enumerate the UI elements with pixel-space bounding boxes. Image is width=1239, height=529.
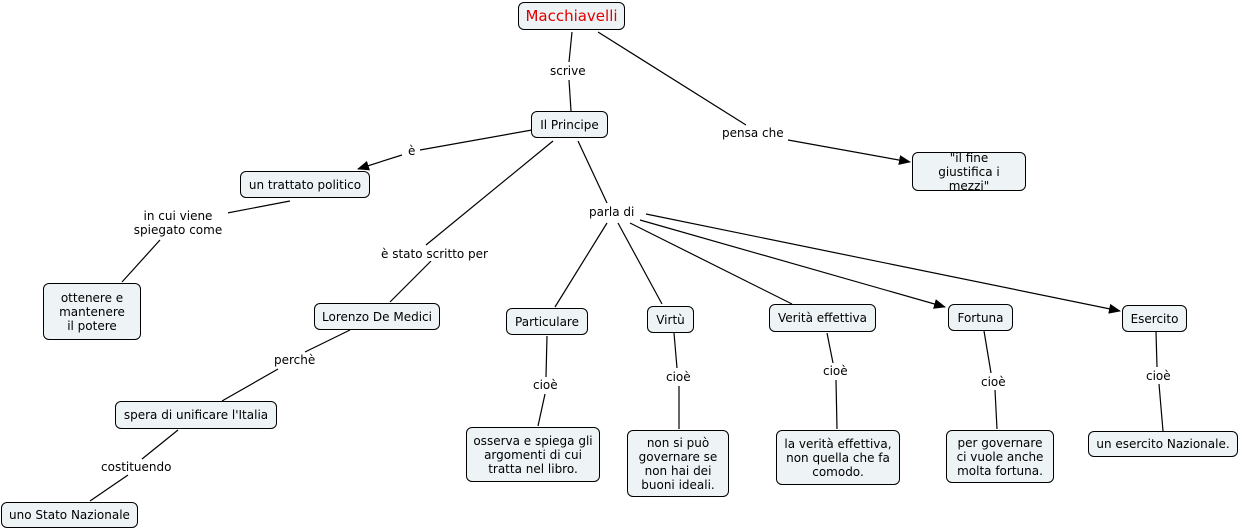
link-label-cioe: cioè xyxy=(1144,369,1173,383)
edge-line xyxy=(787,139,911,165)
concept-node-macchiavelli[interactable]: Macchiavelli xyxy=(518,2,625,30)
edge-line xyxy=(304,329,351,353)
concept-node-buoni-ideali[interactable]: non si può governare se non hai dei buon… xyxy=(627,430,729,497)
link-label-cioe: cioè xyxy=(664,370,693,384)
concept-node-fine-giustifica-mezzi[interactable]: "il fine giustifica i mezzi" xyxy=(912,151,1026,193)
link-label-scritto-per: è stato scritto per xyxy=(379,247,490,261)
link-label-cioe: cioè xyxy=(821,364,850,378)
link-label-pensa-che: pensa che xyxy=(720,126,786,140)
link-label-costituendo: costituendo xyxy=(99,460,174,474)
link-label-perche: perchè xyxy=(272,353,318,367)
link-label-cioe: cioè xyxy=(531,378,560,392)
concept-node-lorenzo-de-medici[interactable]: Lorenzo De Medici xyxy=(314,303,440,330)
concept-node-spera-unificare[interactable]: spera di unificare l'Italia xyxy=(115,401,277,429)
edge-line xyxy=(994,389,998,430)
edge-line xyxy=(1158,383,1164,432)
edge-line xyxy=(835,379,838,430)
edge-line xyxy=(425,140,554,246)
concept-node-verita-comodo[interactable]: la verità effettiva, non quella che fa c… xyxy=(776,430,900,485)
concept-node-trattato-politico[interactable]: un trattato politico xyxy=(240,171,370,198)
link-label-scrive: scrive xyxy=(548,64,588,78)
concept-node-esercito-nazionale[interactable]: un esercito Nazionale. xyxy=(1088,431,1238,457)
edge-line xyxy=(537,393,546,427)
concept-node-particulare[interactable]: Particulare xyxy=(506,308,588,335)
link-label-parla-di: parla di xyxy=(587,205,637,219)
edge-line xyxy=(568,79,572,112)
concept-node-stato-nazionale[interactable]: uno Stato Nazionale xyxy=(1,502,138,528)
edge-line xyxy=(545,335,548,378)
concept-node-il-principe[interactable]: Il Principe xyxy=(531,111,608,138)
link-label-in-cui-viene: in cui viene spiegato come xyxy=(128,209,228,237)
edge-line xyxy=(121,239,161,283)
edge-line xyxy=(597,31,747,126)
edge-line xyxy=(983,330,992,374)
edge-line xyxy=(645,213,1121,314)
concept-node-fortuna[interactable]: Fortuna xyxy=(948,304,1013,331)
concept-node-ottenere-potere[interactable]: ottenere e mantenere il potere xyxy=(43,283,141,340)
concept-node-verita-effettiva[interactable]: Verità effettiva xyxy=(769,304,876,332)
link-label-e: è xyxy=(406,144,418,158)
edge-line xyxy=(357,154,403,171)
concept-node-molta-fortuna[interactable]: per governare ci vuole anche molta fortu… xyxy=(946,430,1054,483)
concept-node-esercito[interactable]: Esercito xyxy=(1122,305,1187,332)
concept-node-osserva-spiega[interactable]: osserva e spiega gli argomenti di cui tr… xyxy=(466,427,600,482)
edge-line xyxy=(629,222,793,305)
edge-line xyxy=(577,140,608,204)
edge-line xyxy=(554,222,608,308)
edge-line xyxy=(673,332,678,369)
edge-line xyxy=(141,429,179,460)
edge-line xyxy=(826,332,834,364)
edge-line xyxy=(221,200,291,215)
edge-line xyxy=(419,129,533,151)
edge-line xyxy=(89,474,129,502)
edge-line xyxy=(568,31,573,63)
edge-line xyxy=(221,368,279,402)
edge-line xyxy=(617,222,663,305)
edge-line xyxy=(389,260,432,303)
concept-node-virtu[interactable]: Virtù xyxy=(647,306,694,333)
edge-line xyxy=(639,219,946,309)
edge-line xyxy=(1155,331,1158,368)
link-label-cioe: cioè xyxy=(979,375,1008,389)
